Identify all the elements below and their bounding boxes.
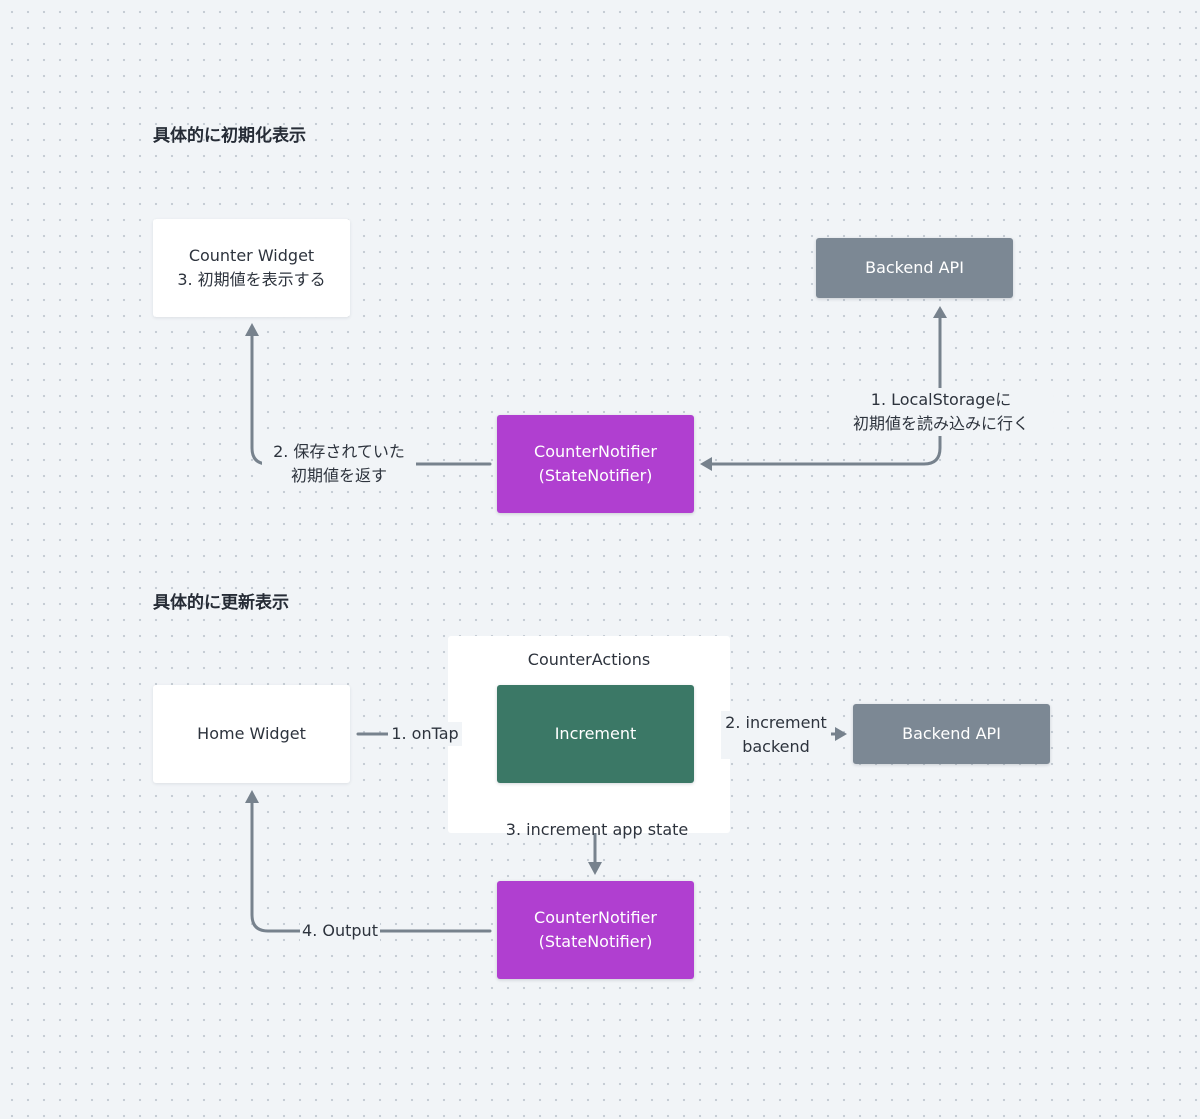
edge-increment-backend-arrowhead-right xyxy=(835,727,847,741)
edge-label-return-line2: 初期値を返す xyxy=(290,466,387,485)
counter-actions-title: CounterActions xyxy=(527,650,651,669)
increment-node[interactable]: Increment xyxy=(497,685,694,783)
edge-label-ontap: 1. onTap xyxy=(388,722,462,746)
edge-label-return-initial: 2. 保存されていた 初期値を返す xyxy=(262,440,416,488)
backend-api-label-top: Backend API xyxy=(865,258,964,277)
backend-api-node-top[interactable]: Backend API xyxy=(816,238,1013,298)
counter-notifier-subtitle-bottom: (StateNotifier) xyxy=(538,932,653,951)
edge-label-increment-state: 3. increment app state xyxy=(505,820,689,839)
counter-widget-title: Counter Widget xyxy=(188,246,315,265)
edge-notifier-to-backend xyxy=(710,316,942,466)
counter-widget-subtitle: 3. 初期値を表示する xyxy=(177,270,326,289)
counter-widget-node[interactable]: Counter Widget 3. 初期値を表示する xyxy=(153,219,350,317)
edge-label-localstorage: 1. LocalStorageに 初期値を読み込みに行く xyxy=(829,388,1053,436)
edge-label-return-line1: 2. 保存されていた xyxy=(273,442,405,461)
edge-notifier-to-backend-arrowhead-left xyxy=(700,457,712,471)
edge-label-increment-backend-line1: 2. increment xyxy=(725,713,827,732)
edge-notifier-to-backend-arrowhead-up xyxy=(933,306,947,318)
home-widget-label: Home Widget xyxy=(197,724,306,743)
counter-notifier-title-top: CounterNotifier xyxy=(534,442,657,461)
edge-label-localstorage-line1: 1. LocalStorageに xyxy=(870,390,1012,409)
backend-api-node-bottom[interactable]: Backend API xyxy=(853,704,1050,764)
edge-label-localstorage-line2: 初期値を読み込みに行く xyxy=(852,414,1029,433)
edge-label-output: 4. Output xyxy=(300,919,380,943)
edge-label-increment-backend: 2. increment backend xyxy=(721,711,831,759)
edge-increment-state-arrowhead xyxy=(588,862,602,875)
counter-notifier-subtitle-top: (StateNotifier) xyxy=(538,466,653,485)
backend-api-label-bottom: Backend API xyxy=(902,724,1001,743)
section-title-initial-display: 具体的に初期化表示 xyxy=(153,126,306,146)
counter-notifier-title-bottom: CounterNotifier xyxy=(534,908,657,927)
edge-output-arrowhead xyxy=(245,790,259,803)
edge-output xyxy=(250,801,492,933)
home-widget-node[interactable]: Home Widget xyxy=(153,685,350,783)
section-title-update-display: 具体的に更新表示 xyxy=(153,593,289,613)
counter-notifier-node-top[interactable]: CounterNotifier (StateNotifier) xyxy=(497,415,694,513)
edge-label-increment-backend-line2: backend xyxy=(742,737,810,756)
increment-label: Increment xyxy=(554,724,637,743)
edge-notifier-to-counter-widget-arrowhead xyxy=(245,323,259,336)
counter-notifier-node-bottom[interactable]: CounterNotifier (StateNotifier) xyxy=(497,881,694,979)
